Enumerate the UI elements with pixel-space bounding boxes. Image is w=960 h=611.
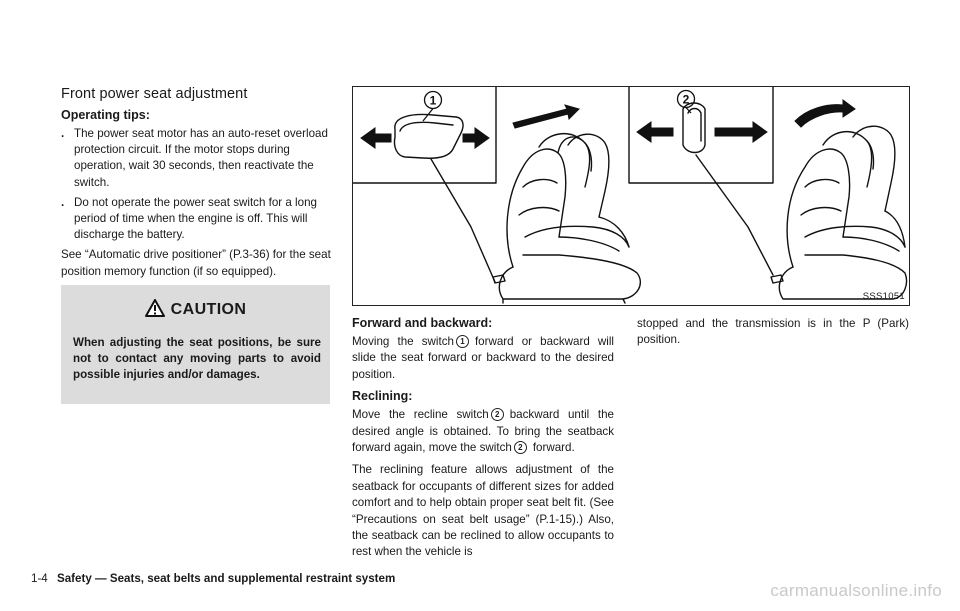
reclining-feature-text: The reclining feature allows adjustment … — [352, 463, 614, 559]
footer-title: Safety — Seats, seat belts and supplemen… — [57, 572, 396, 585]
reclining-feature-continued: stopped and the transmission is in the P… — [637, 317, 909, 347]
right-column: stopped and the transmission is in the P… — [637, 316, 909, 349]
callout-1-badge: 1 — [455, 335, 469, 348]
callout-2-badge: 2 — [490, 408, 504, 422]
reclining-heading: Reclining: — [352, 389, 413, 404]
see-also-text: See “Automatic drive positioner” (P.3-36… — [61, 248, 331, 278]
warning-triangle-icon — [144, 299, 165, 317]
callout-2-badge: 2 — [513, 441, 527, 455]
watermark-text: carmanualsonline.info — [770, 581, 942, 600]
seat-illustration: 1 2 — [353, 87, 908, 304]
figure-code: SSS1051 — [862, 291, 905, 302]
operating-tips-heading: Operating tips: — [61, 108, 150, 122]
page-number: 1-4 — [31, 572, 48, 585]
tip-text: The power seat motor has an auto-reset o… — [74, 127, 328, 189]
caution-text: When adjusting the seat positions, be su… — [73, 336, 321, 382]
tip-bullet: . Do not operate the power seat switch f… — [61, 195, 331, 244]
left-column: Front power seat adjustment Operating ti… — [61, 86, 331, 280]
tip-bullet: . The power seat motor has an auto-reset… — [61, 126, 331, 191]
tip-text: Do not operate the power seat switch for… — [74, 195, 317, 242]
caution-box: CAUTION When adjusting the seat position… — [61, 285, 330, 404]
section-title: Front power seat adjustment — [61, 86, 248, 102]
forward-backward-heading: Forward and backward: — [352, 316, 493, 330]
figure-callout-1: 1 — [430, 94, 437, 108]
seat-adjustment-figure: 1 2 SSS1051 — [352, 86, 910, 306]
figure-callout-2: 2 — [683, 93, 690, 107]
caution-heading: CAUTION — [61, 299, 330, 319]
page-footer: 1-4 Safety — Seats, seat belts and suppl… — [31, 572, 395, 585]
bullet-dot: . — [61, 127, 65, 140]
caution-title: CAUTION — [170, 301, 247, 318]
bullet-dot: . — [61, 195, 65, 209]
